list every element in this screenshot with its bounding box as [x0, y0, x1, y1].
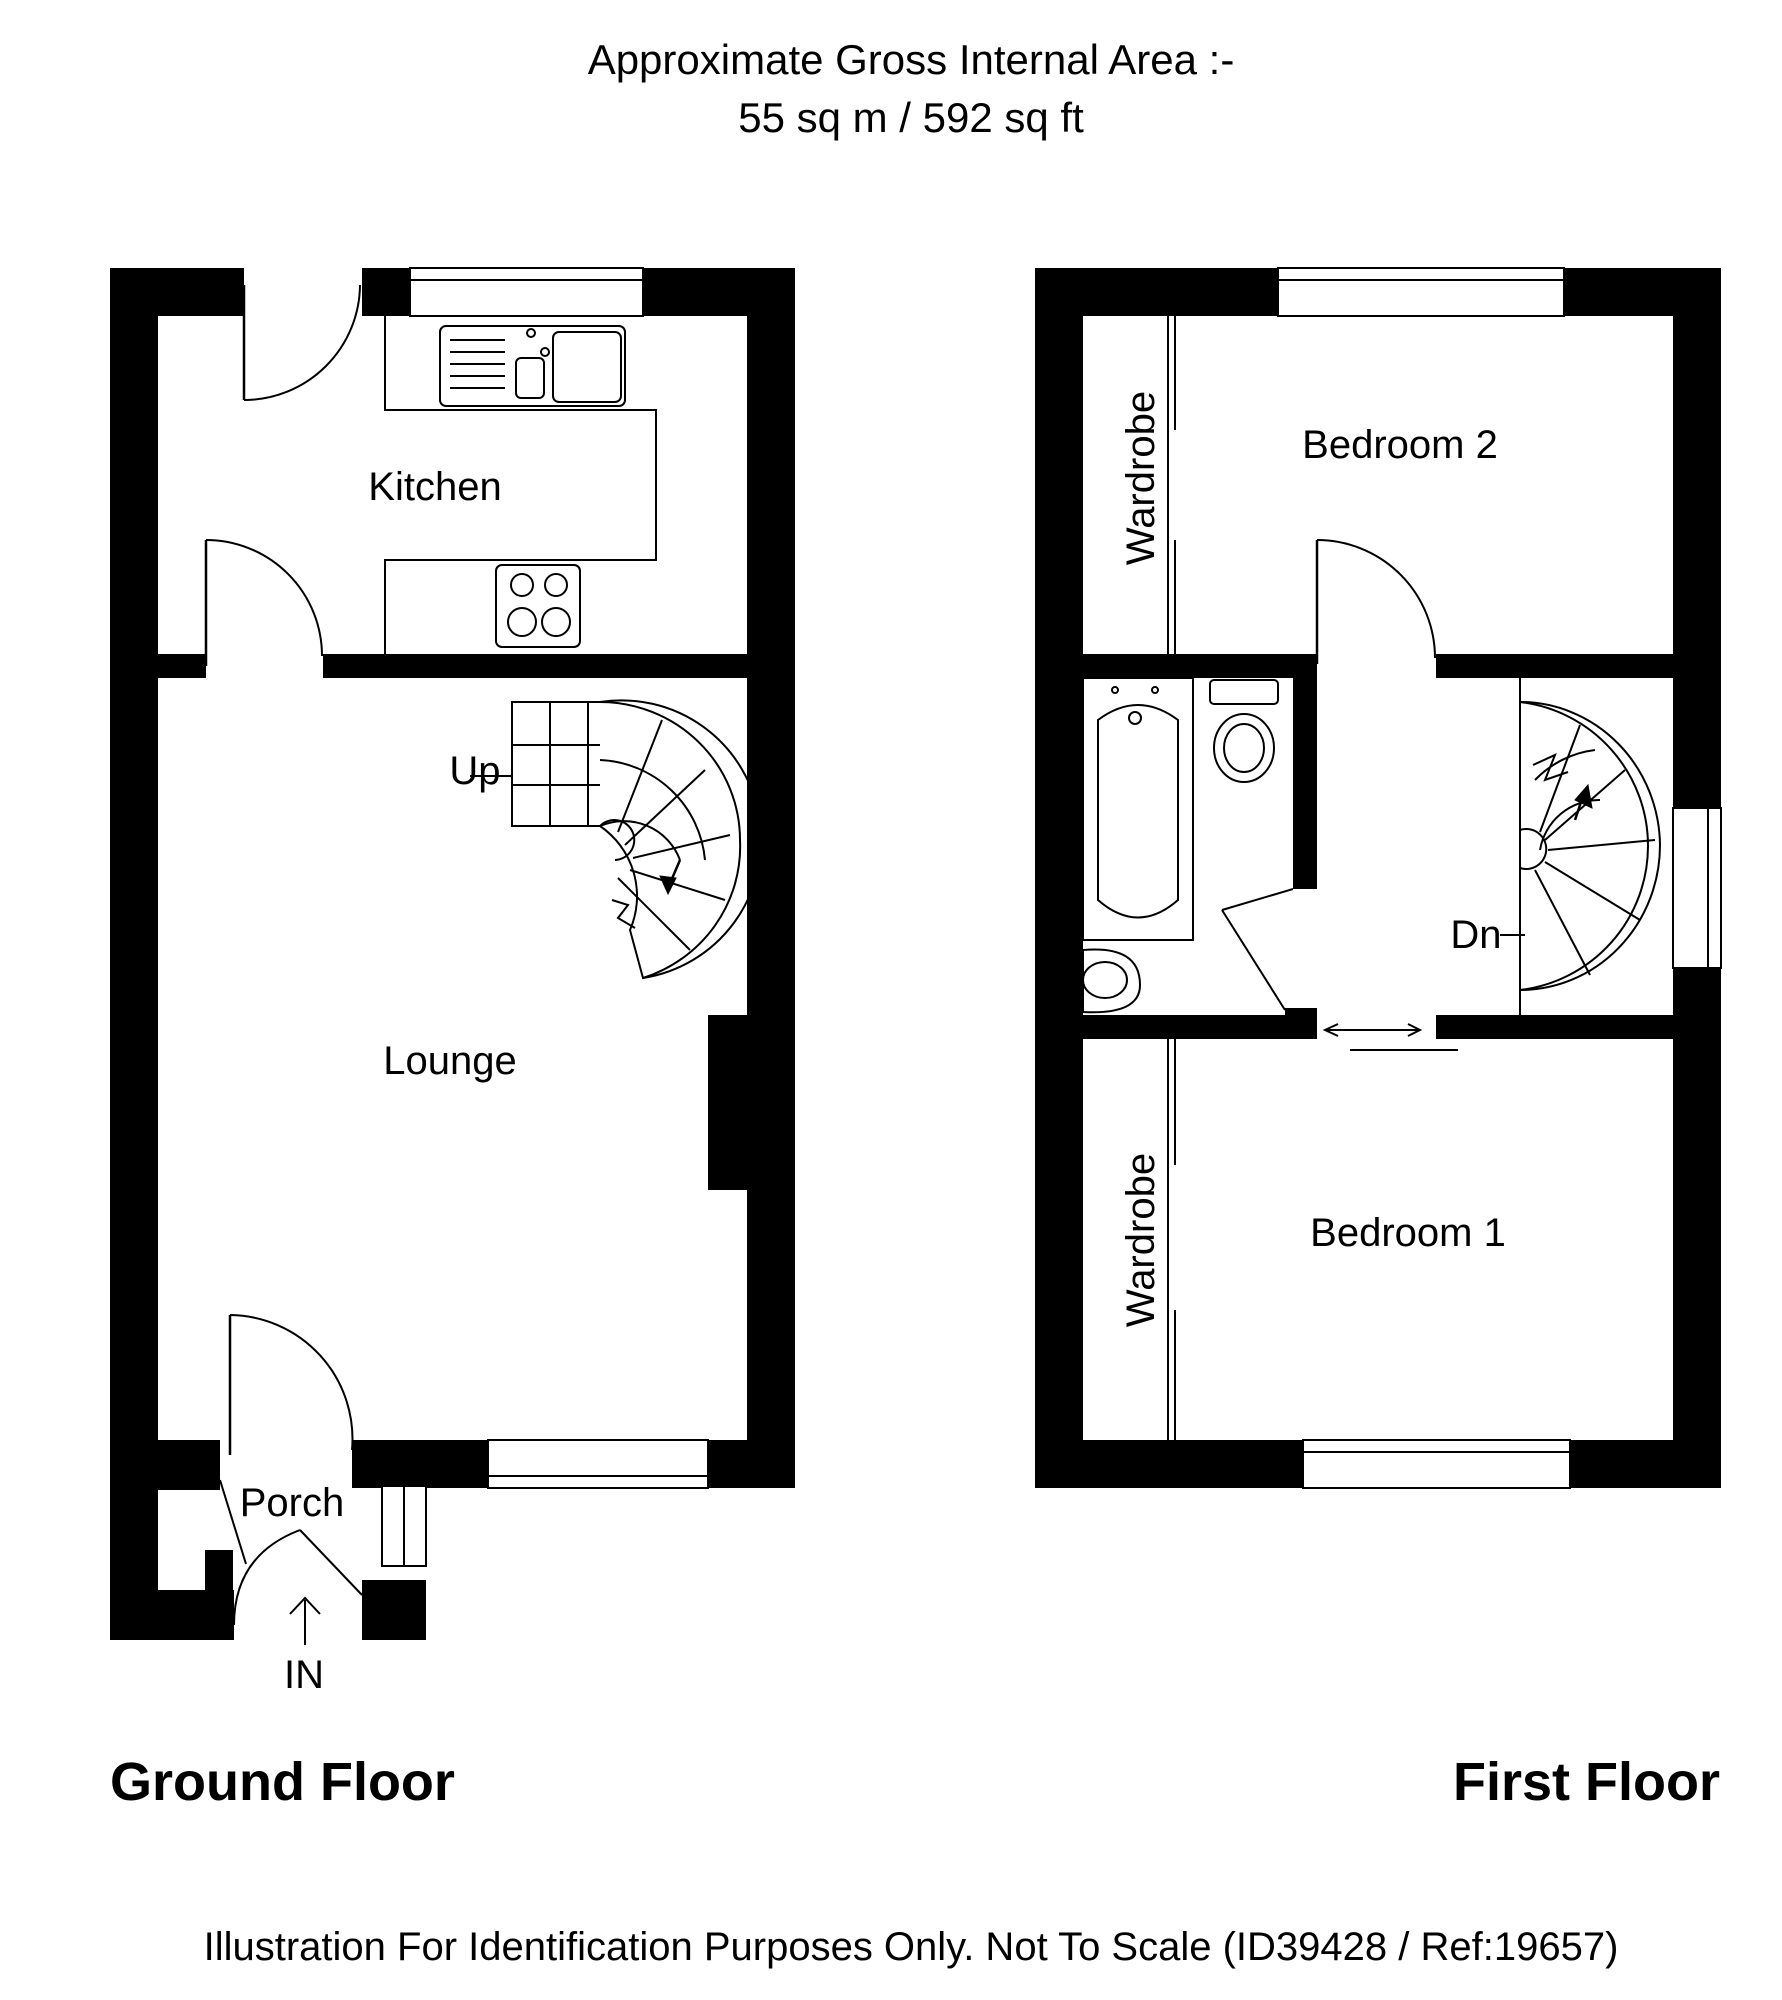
- first-stairs-icon: [1500, 678, 1662, 1015]
- ground-floor-doors: [204, 284, 363, 1626]
- ground-floor-title: Ground Floor: [110, 1752, 455, 1812]
- entrance-arrow-icon: [289, 1596, 321, 1645]
- basin-icon: [1082, 948, 1142, 1014]
- wardrobe-top-label: Wardrobe: [1119, 391, 1163, 565]
- bedroom2-label: Bedroom 2: [1302, 423, 1498, 467]
- stairs-down-label: Dn: [1450, 913, 1501, 957]
- wardrobe-bottom-label: Wardrobe: [1119, 1153, 1163, 1327]
- area-title: Approximate Gross Internal Area :-: [588, 36, 1235, 83]
- hob-icon: [495, 564, 581, 648]
- kitchen-label: Kitchen: [368, 465, 501, 509]
- first-floor-doors: [1221, 539, 1458, 1051]
- ground-floor-windows: [381, 267, 709, 1567]
- first-floor-windows: [1277, 267, 1722, 1489]
- toilet-icon: [1209, 679, 1279, 783]
- bathroom-fittings: [1082, 677, 1279, 1014]
- first-floor-plan: Bedroom 2 Bedroom 1 Wardrobe Wardrobe Dn: [1035, 267, 1722, 1489]
- first-floor-title: First Floor: [1453, 1752, 1720, 1812]
- bedroom1-label: Bedroom 1: [1310, 1211, 1506, 1255]
- sink-icon: [439, 325, 626, 407]
- bath-icon: [1082, 677, 1194, 941]
- lounge-label: Lounge: [383, 1039, 516, 1083]
- area-value: 55 sq m / 592 sq ft: [738, 94, 1084, 141]
- entrance-label: IN: [284, 1653, 324, 1697]
- ground-floor-plan: Kitchen Lounge Porch Up IN: [110, 267, 795, 1697]
- wardrobe-fittings: [1167, 316, 1176, 1440]
- stairs-up-label: Up: [449, 749, 500, 793]
- ground-stairs-icon: [470, 699, 763, 980]
- disclaimer: Illustration For Identification Purposes…: [204, 1925, 1619, 1969]
- first-floor-walls: [1035, 268, 1721, 1488]
- kitchen-fittings: [384, 316, 657, 654]
- porch-label: Porch: [240, 1481, 345, 1525]
